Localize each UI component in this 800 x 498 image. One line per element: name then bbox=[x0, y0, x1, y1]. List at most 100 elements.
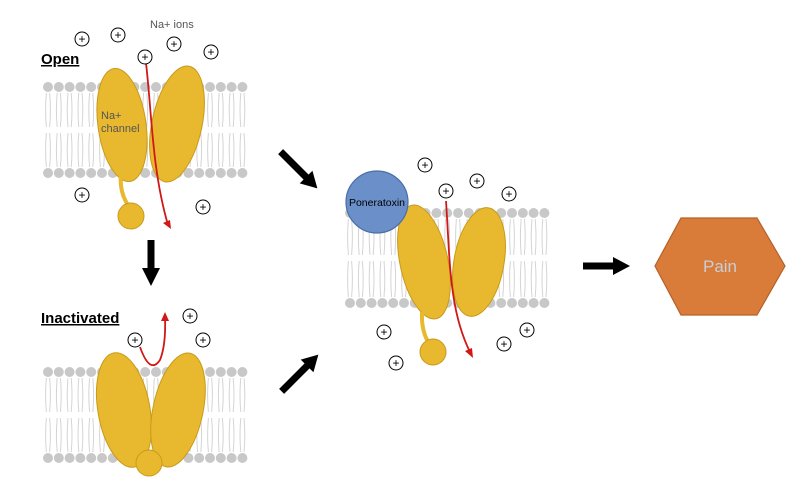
inactivated-inactivation-ball bbox=[135, 449, 163, 477]
lipid-tail bbox=[228, 377, 235, 413]
na-ion: + bbox=[166, 36, 182, 52]
lipid-tail bbox=[66, 417, 73, 453]
lipid-tail bbox=[239, 92, 246, 128]
lipid-tail bbox=[45, 92, 51, 128]
lipid-head bbox=[399, 298, 409, 308]
lipid-tail bbox=[217, 132, 224, 168]
lipid-head bbox=[377, 298, 388, 308]
lipid-head bbox=[86, 82, 97, 92]
lipid-head bbox=[226, 168, 237, 178]
lipid-tail bbox=[77, 377, 84, 413]
ion-circle bbox=[438, 183, 454, 199]
lipid-head bbox=[64, 453, 75, 463]
lipid-tail bbox=[217, 92, 224, 128]
lipid-tail bbox=[347, 218, 353, 256]
ion-plus-sign: + bbox=[473, 174, 480, 188]
ion-plus-sign: + bbox=[199, 333, 206, 347]
inactivated-ion-rebound-arrowhead bbox=[161, 312, 169, 321]
lipid-head bbox=[97, 168, 107, 178]
lipid-tail bbox=[228, 417, 235, 453]
lipid-head bbox=[237, 367, 248, 377]
lipid-tail bbox=[45, 132, 51, 168]
ion-plus-sign: + bbox=[421, 158, 428, 172]
lipid-tail bbox=[55, 377, 62, 413]
lipid-head bbox=[237, 168, 248, 178]
lipid-head bbox=[64, 168, 75, 178]
lipid-head bbox=[539, 298, 550, 308]
inactivated-channel bbox=[95, 352, 206, 477]
lipid-head bbox=[388, 298, 399, 308]
lipid-head bbox=[539, 208, 550, 218]
poneratoxin: Poneratoxin bbox=[345, 170, 409, 234]
arrow-inactivated-to-toxin bbox=[279, 354, 319, 394]
lipid-tail bbox=[77, 92, 84, 128]
inactivated-channel-left-subunit bbox=[95, 352, 153, 468]
ion-circle bbox=[388, 355, 404, 371]
open-channel-right-subunit bbox=[149, 65, 205, 183]
lipid-head bbox=[226, 453, 237, 463]
lipid-head bbox=[43, 168, 53, 178]
pain-label: Pain bbox=[703, 257, 737, 276]
lipid-head bbox=[86, 168, 97, 178]
lipid-head bbox=[205, 82, 215, 92]
na-ion: + bbox=[74, 187, 90, 203]
lipid-tail bbox=[368, 260, 375, 298]
lipid-tail bbox=[77, 132, 84, 168]
open-channel: Na+ channel bbox=[96, 65, 205, 230]
na-ion: + bbox=[501, 186, 517, 202]
ion-plus-sign: + bbox=[207, 45, 214, 59]
lipid-head bbox=[205, 453, 215, 463]
lipid-tail bbox=[519, 218, 526, 256]
poneratoxin-molecule bbox=[345, 170, 409, 234]
lipid-head bbox=[194, 168, 205, 178]
ion-circle bbox=[195, 332, 211, 348]
lipid-head bbox=[53, 168, 64, 178]
toxin-membrane bbox=[345, 208, 550, 308]
inactivated-ion-rebound-arrow bbox=[139, 317, 167, 367]
ion-plus-sign: + bbox=[380, 325, 387, 339]
ion-plus-sign: + bbox=[78, 32, 85, 46]
lipid-head bbox=[194, 453, 205, 463]
lipid-head bbox=[53, 82, 64, 92]
ion-circle bbox=[203, 44, 219, 60]
na-ion: + bbox=[74, 31, 90, 47]
lipid-head bbox=[237, 453, 248, 463]
lipid-head bbox=[86, 453, 97, 463]
lipid-tail bbox=[239, 417, 246, 453]
ion-plus-sign: + bbox=[131, 333, 138, 347]
ion-plus-sign: + bbox=[523, 323, 530, 337]
open-ion-flow-arrow bbox=[145, 62, 169, 226]
ion-circle bbox=[137, 49, 153, 65]
lipid-head bbox=[366, 298, 377, 308]
na-ion: + bbox=[376, 324, 392, 340]
lipid-head bbox=[463, 208, 474, 218]
lipid-head bbox=[43, 367, 53, 377]
lipid-tail bbox=[88, 92, 95, 128]
open-ion-flow-arrowhead bbox=[163, 220, 171, 229]
inactivated-ions: + + + bbox=[127, 308, 211, 348]
lipid-head bbox=[496, 298, 507, 308]
open-channel-linker bbox=[118, 171, 130, 207]
lipid-tail bbox=[509, 218, 515, 256]
na-ion: + bbox=[195, 332, 211, 348]
lipid-tail bbox=[541, 260, 548, 298]
toxin-ion-flow-arrow bbox=[445, 200, 471, 353]
lipid-tail bbox=[66, 377, 73, 413]
lipid-tail bbox=[207, 417, 213, 453]
lipid-head bbox=[226, 82, 237, 92]
na-ion: + bbox=[195, 199, 211, 215]
lipid-tail bbox=[88, 417, 95, 453]
arrow-toxin-to-pain bbox=[583, 257, 630, 275]
lipid-tail bbox=[55, 417, 62, 453]
ion-plus-sign: + bbox=[170, 37, 177, 51]
lipid-head bbox=[226, 367, 237, 377]
lipid-head bbox=[237, 82, 248, 92]
lipid-head bbox=[507, 208, 517, 218]
lipid-head bbox=[140, 367, 151, 377]
lipid-tail bbox=[347, 260, 353, 298]
lipid-head bbox=[517, 298, 528, 308]
arrow-open-to-inactivated bbox=[142, 240, 160, 286]
na-ion: + bbox=[469, 173, 485, 189]
open-label: Open bbox=[41, 51, 79, 68]
